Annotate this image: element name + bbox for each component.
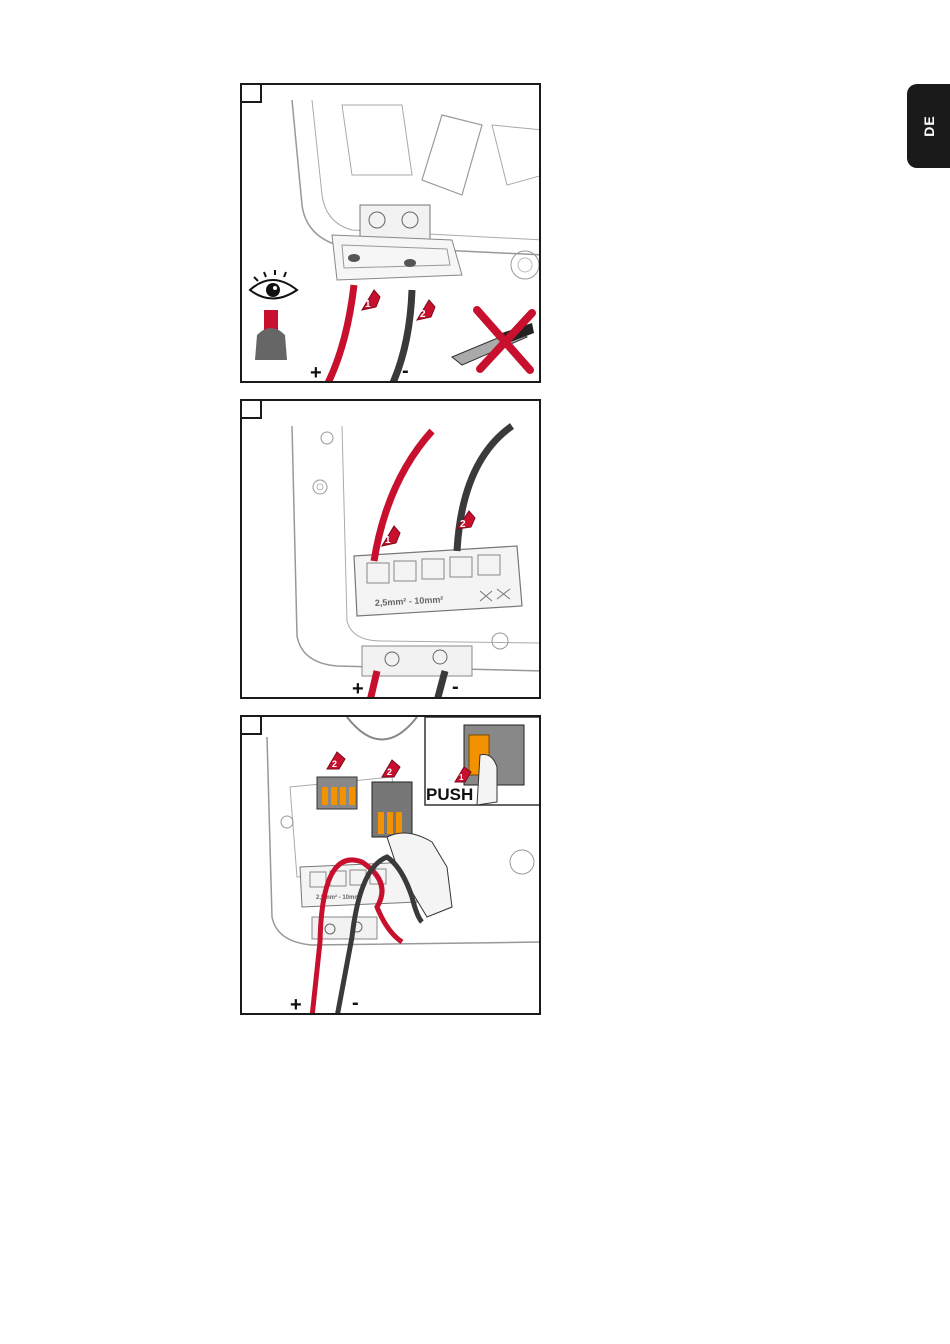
language-tab-label: DE [921, 115, 937, 136]
language-tab[interactable]: DE [907, 84, 950, 168]
black-wire [457, 426, 512, 551]
arrow-2a: 2 [327, 752, 345, 769]
arrow-2b: 2 [382, 760, 400, 777]
arrow-1: 1 [382, 526, 400, 546]
svg-text:2: 2 [460, 519, 466, 530]
insulation-check-icon [255, 310, 287, 360]
step-panel-3: 2,5mm² - 10mm² 2 2 [240, 715, 541, 1015]
minus-label: - [402, 360, 409, 383]
red-wire [327, 285, 354, 383]
connector-plug-right [372, 782, 412, 837]
plus-label: + [310, 362, 322, 383]
step-number-box [242, 85, 262, 103]
svg-text:1: 1 [459, 773, 464, 782]
step-panel-2: 2,5mm² - 10mm² 1 2 + - [240, 399, 541, 699]
no-knife-icon [452, 310, 534, 370]
plus-label: + [290, 994, 302, 1015]
svg-text:1: 1 [385, 535, 391, 546]
step-3-illustration: 2,5mm² - 10mm² 2 2 [242, 717, 541, 1015]
plus-label: + [352, 678, 364, 699]
step-2-illustration: 2,5mm² - 10mm² 1 2 [242, 401, 541, 699]
svg-text:1: 1 [365, 299, 371, 310]
step-panel-1: 1 2 + - [240, 83, 541, 383]
step-1-illustration: 1 2 [242, 85, 541, 383]
step-number-box [242, 401, 262, 419]
connector-plug-left [317, 777, 357, 809]
minus-label: - [352, 992, 359, 1015]
step-number-box [242, 717, 262, 735]
red-wire [374, 431, 432, 561]
svg-text:2: 2 [387, 767, 392, 777]
eye-icon [250, 270, 297, 299]
arrow-2: 2 [417, 300, 435, 320]
svg-text:2: 2 [420, 309, 426, 320]
minus-label: - [452, 676, 459, 699]
push-label: PUSH [426, 785, 473, 805]
arrow-1: 1 [362, 290, 380, 310]
svg-text:2: 2 [332, 759, 337, 769]
